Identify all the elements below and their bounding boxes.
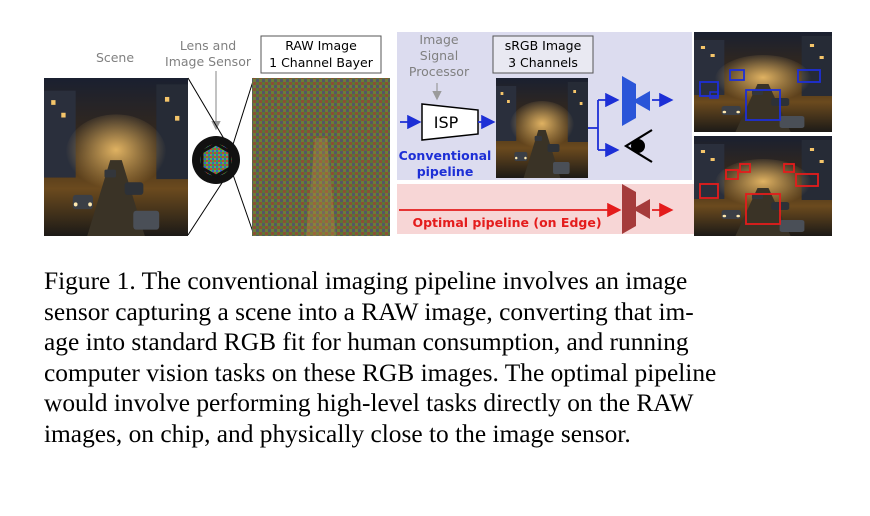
human-eye-icon: [623, 129, 653, 163]
srgb-branch-arrows: [588, 92, 620, 158]
lens-aperture-icon: [192, 136, 240, 184]
srgb-label-box: [492, 35, 594, 74]
raw-label-line2: 1 Channel Bayer: [269, 55, 374, 70]
caption-line-6: images, on chip, and physically close to…: [44, 419, 631, 448]
lens-label-line1: Lens and: [180, 38, 236, 53]
isp-label-line3: Processor: [409, 64, 470, 79]
caption-line-5: would involve performing high-level task…: [44, 389, 694, 417]
lens-label-line2: Image Sensor: [165, 54, 252, 69]
optimal-network-icon: [622, 184, 650, 234]
pipeline-figure: Scene Lens and Image Sensor RAW Image 1 …: [40, 28, 832, 238]
caption-line-3: age into standard RGB fit for human cons…: [44, 328, 689, 356]
isp-box-label: ISP: [434, 113, 459, 132]
raw-bayer-image: [252, 78, 390, 236]
raw-label-line1: RAW Image: [285, 38, 357, 53]
caption-line-1: Figure 1. The conventional imaging pipel…: [44, 267, 688, 295]
figure-caption: Figure 1. The conventional imaging pipel…: [44, 266, 834, 449]
isp-label-line1: Image: [419, 32, 458, 47]
detection-output-optimal: [694, 136, 832, 236]
caption-line-4: computer vision tasks on these RGB image…: [44, 358, 717, 387]
sensor-frame-line-top: [229, 77, 255, 155]
scene-label: Scene: [96, 50, 134, 65]
srgb-label-line2: 3 Channels: [508, 55, 578, 70]
caption-line-2: sensor capturing a scene into a RAW imag…: [44, 297, 694, 326]
sensor-frame-line-bottom: [229, 165, 255, 236]
conventional-network-icon: [622, 76, 650, 126]
isp-box: [421, 103, 479, 141]
scene-image: [44, 78, 188, 236]
srgb-label-line1: sRGB Image: [505, 38, 582, 53]
optimal-pipeline-label: Optimal pipeline (on Edge): [412, 215, 601, 230]
srgb-image: [496, 78, 588, 178]
raw-label-box: [260, 35, 382, 74]
detection-output-conventional: [694, 32, 832, 132]
conventional-label-line1: Conventional: [399, 148, 492, 163]
conventional-label-line2: pipeline: [417, 164, 474, 179]
isp-label-line2: Signal: [420, 48, 458, 63]
